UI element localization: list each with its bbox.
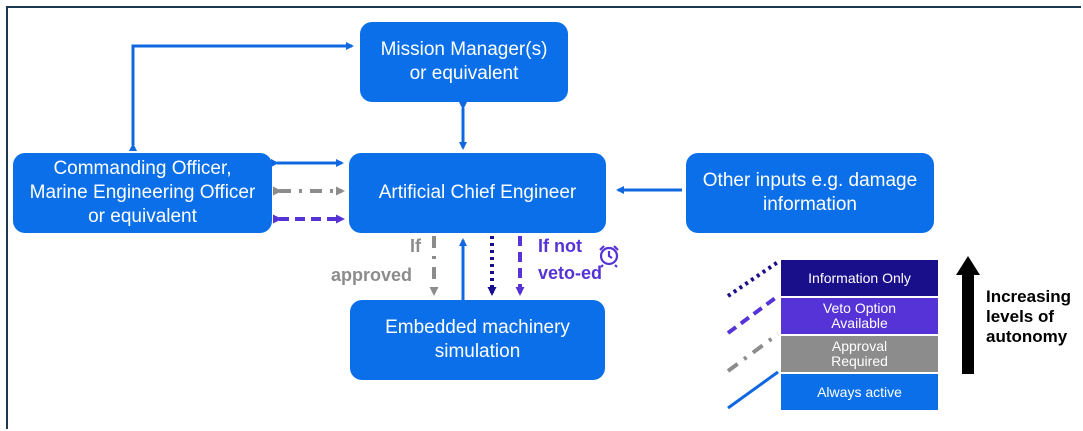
artificial-chief-engineer-box: Artificial Chief Engineer — [349, 153, 606, 233]
legend-line-veto — [726, 294, 780, 335]
increasing-line-3: autonomy — [986, 327, 1068, 346]
other-inputs-box: Other inputs e.g. damage information — [686, 153, 934, 233]
label-veto-ed: veto-ed — [538, 263, 603, 283]
increasing-line-1: Increasing — [986, 287, 1072, 306]
legend-line-approval — [726, 332, 780, 373]
increasing-line-2: levels of — [986, 307, 1055, 326]
increasing-autonomy-label: Increasing levels of autonomy — [986, 287, 1071, 347]
legend-information-only: Information Only — [781, 260, 938, 296]
label-approved: approved — [331, 265, 413, 285]
legend-always-active: Always active — [781, 374, 938, 410]
legend-line-active — [727, 370, 779, 410]
legend-approval-required: Approval Required — [781, 336, 938, 372]
label-if: If — [410, 236, 421, 256]
legend-line-info — [726, 260, 780, 298]
label-if-not: If not — [538, 236, 582, 256]
mission-manager-box: Mission Manager(s) or equivalent — [360, 22, 568, 102]
legend-veto-option: Veto Option Available — [781, 298, 938, 334]
arrow-co-to-mission — [129, 42, 354, 151]
alarm-clock-icon — [599, 245, 619, 268]
embedded-simulation-box: Embedded machinery simulation — [350, 300, 605, 380]
increasing-autonomy-arrow — [956, 256, 980, 374]
diagram-frame — [6, 6, 1081, 429]
commanding-officer-box: Commanding Officer, Marine Engineering O… — [13, 153, 272, 233]
